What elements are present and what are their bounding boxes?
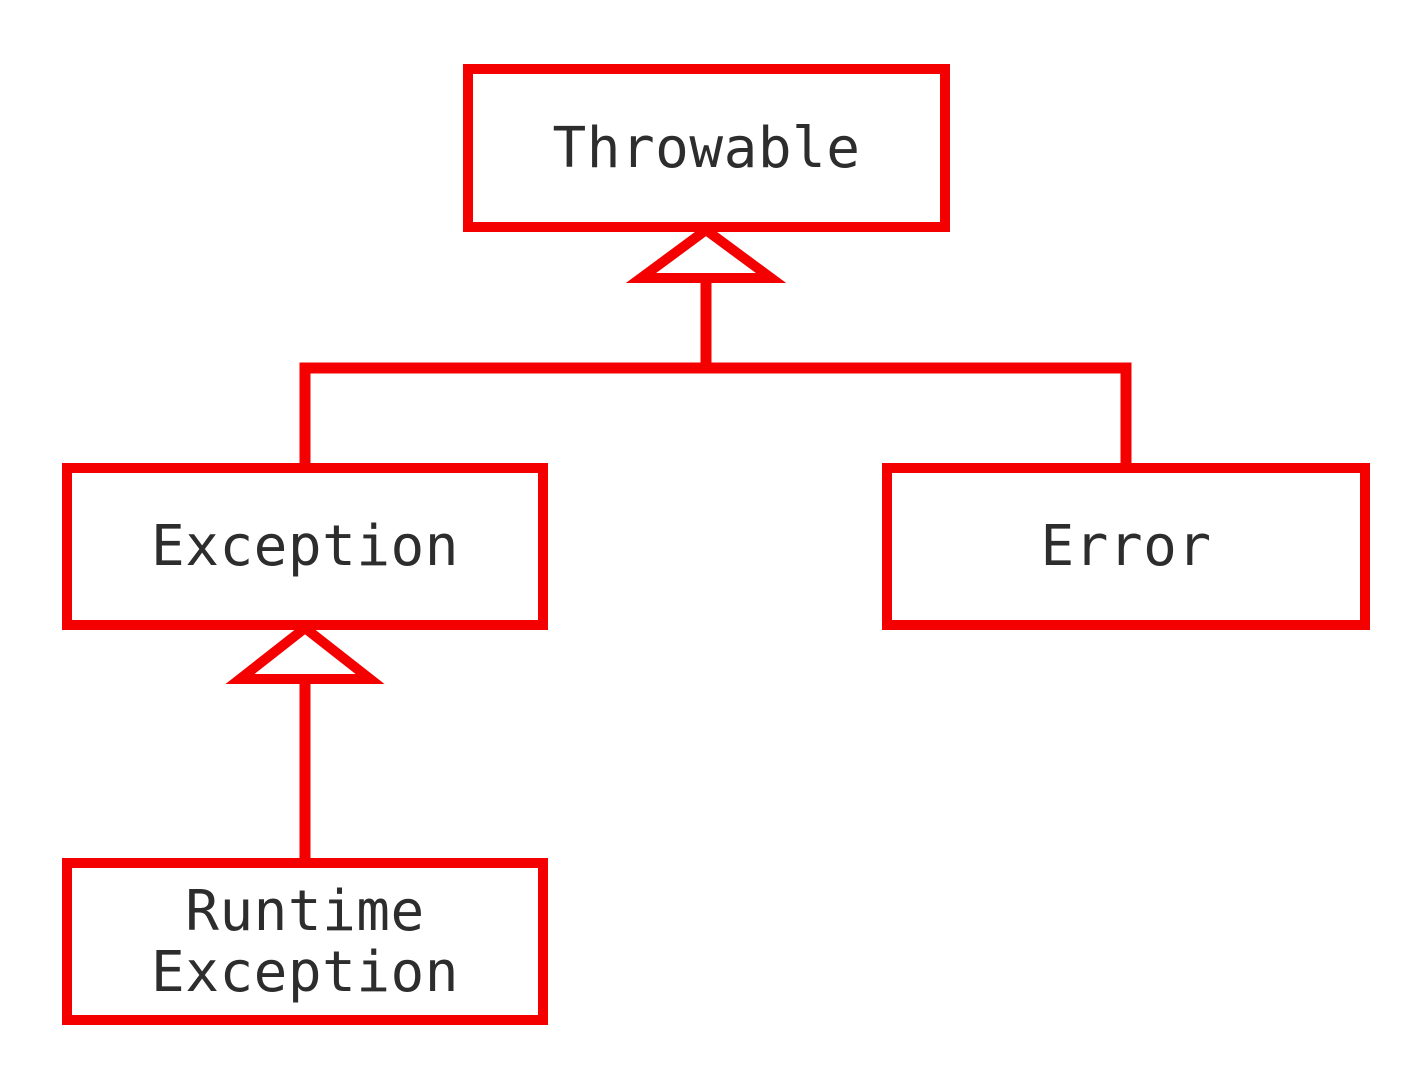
class-node-error: Error <box>882 463 1370 630</box>
class-node-throwable-label: Throwable <box>552 115 861 181</box>
edge-branch-exception-error <box>299 362 1132 470</box>
generalization-arrowhead-exception <box>225 621 385 684</box>
generalization-arrowhead-throwable <box>625 223 787 283</box>
class-node-runtime-exception-label: Runtime Exception <box>151 878 459 1005</box>
class-node-exception: Exception <box>62 463 548 630</box>
class-node-runtime-exception: Runtime Exception <box>62 858 548 1025</box>
class-node-throwable: Throwable <box>463 64 950 232</box>
class-node-exception-label: Exception <box>151 514 459 579</box>
class-node-error-label: Error <box>1040 514 1212 579</box>
